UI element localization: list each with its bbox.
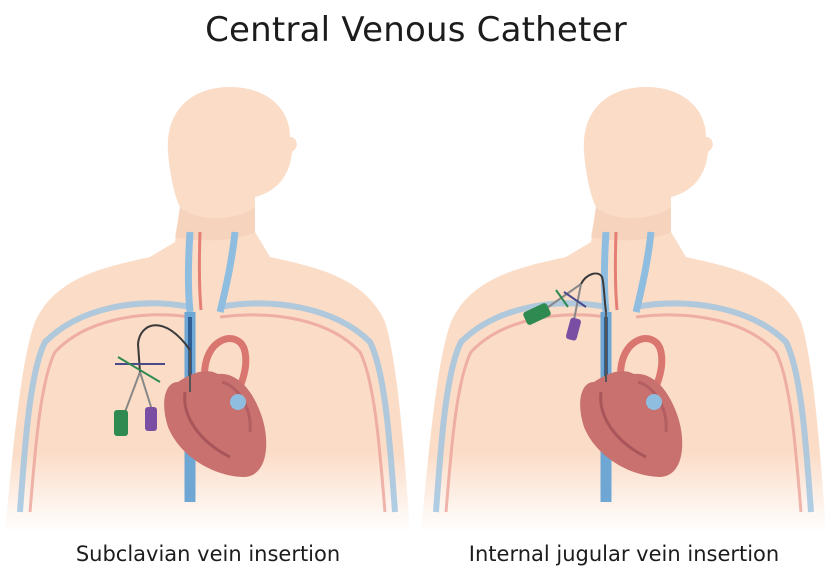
green-lumen-hub — [114, 410, 128, 436]
subclavian-panel — [0, 82, 416, 532]
purple-lumen-hub — [145, 407, 157, 431]
torso-illustration-subclavian — [0, 82, 416, 532]
internal-jugular-caption: Internal jugular vein insertion — [416, 542, 832, 566]
jugular-vein — [189, 232, 191, 312]
subclavian-caption: Subclavian vein insertion — [0, 542, 416, 566]
diagram-title: Central Venous Catheter — [0, 10, 832, 50]
torso-illustration-internal-jugular — [416, 82, 832, 532]
internal-jugular-panel — [416, 82, 832, 532]
